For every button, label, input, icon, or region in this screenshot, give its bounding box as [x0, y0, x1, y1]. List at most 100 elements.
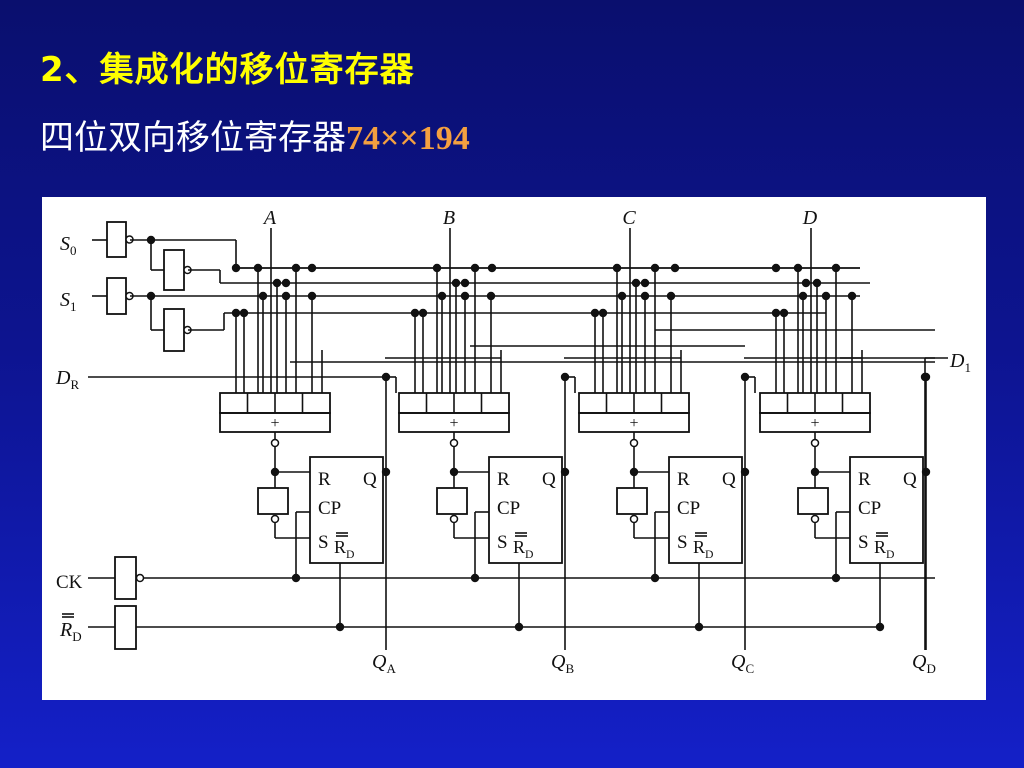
inverter-bubble: [629, 514, 639, 524]
s0-label: S0: [60, 233, 77, 258]
ff-cp-label: CP: [858, 498, 881, 519]
junction-dot: [335, 622, 345, 632]
ff-r-label: R: [677, 469, 690, 490]
ff-s-label: S: [318, 532, 329, 553]
junction-dot: [281, 278, 291, 288]
junction-dot: [460, 291, 470, 301]
junction-dot: [831, 573, 841, 583]
ff-r-label: R: [497, 469, 510, 490]
junction-dot: [272, 278, 282, 288]
flip-flop-box: [488, 456, 563, 564]
subtitle-text: 四位双向移位寄存器: [40, 118, 346, 158]
q-output-label-A: QA: [372, 651, 396, 676]
input-label-D: D: [802, 207, 818, 229]
flip-flop-box: [849, 456, 924, 564]
junction-dot: [640, 291, 650, 301]
junction-dot: [437, 291, 447, 301]
flip-flop-box: [668, 456, 743, 564]
input-label-B: B: [443, 207, 455, 229]
subtitle-model: 74××194: [346, 120, 470, 157]
inverter-bubble: [270, 514, 280, 524]
ck-buffer: [114, 556, 137, 600]
or-plus-symbol: +: [449, 415, 458, 432]
inverter-bubble: [449, 438, 459, 448]
dl-label: D1: [949, 350, 971, 375]
junction-dot: [291, 573, 301, 583]
junction-dot: [771, 308, 781, 318]
junction-dot: [812, 278, 822, 288]
junction-dot: [670, 263, 680, 273]
junction-dot: [793, 263, 803, 273]
ff-r-label: R: [858, 469, 871, 490]
ff-s-label: S: [497, 532, 508, 553]
ff-rd-label: RD: [693, 537, 713, 561]
junction-dot: [239, 308, 249, 318]
junction-dot: [486, 291, 496, 301]
junction-dot: [418, 308, 428, 318]
slide-title: 2、集成化的移位寄存器: [40, 50, 415, 90]
junction-dot: [771, 263, 781, 273]
s0-second-inverter: [163, 249, 185, 291]
junction-dot: [281, 291, 291, 301]
ff-inverter: [797, 487, 829, 515]
junction-dot: [253, 263, 263, 273]
junction-dot: [514, 622, 524, 632]
junction-dot: [231, 308, 241, 318]
junction-dot: [821, 291, 831, 301]
ff-inverter: [436, 487, 468, 515]
junction-dot: [798, 291, 808, 301]
ff-q-label: Q: [542, 469, 556, 490]
junction-dot: [432, 263, 442, 273]
ff-rd-label: RD: [513, 537, 533, 561]
inverter-bubble: [135, 573, 145, 583]
ff-s-label: S: [858, 532, 869, 553]
ff-rd-label: RD: [334, 537, 354, 561]
ff-cp-label: CP: [677, 498, 700, 519]
junction-dot: [487, 263, 497, 273]
junction-dot: [258, 291, 268, 301]
dr-label: DR: [55, 367, 79, 392]
junction-dot: [694, 622, 704, 632]
ff-s-label: S: [677, 532, 688, 553]
inverter-bubble: [810, 514, 820, 524]
ff-q-label: Q: [722, 469, 736, 490]
junction-dot: [307, 291, 317, 301]
ff-q-label: Q: [903, 469, 917, 490]
flip-flop-box: [309, 456, 384, 564]
inverter-bubble: [810, 438, 820, 448]
junction-dot: [590, 308, 600, 318]
q-output-label-C: QC: [731, 651, 754, 676]
or-plus-symbol: +: [810, 415, 819, 432]
ff-cp-label: CP: [497, 498, 520, 519]
or-plus-symbol: +: [270, 415, 279, 432]
junction-dot: [470, 573, 480, 583]
junction-dot: [598, 308, 608, 318]
junction-dot: [640, 278, 650, 288]
junction-dot: [410, 308, 420, 318]
inverter-bubble: [270, 438, 280, 448]
ff-inverter: [257, 487, 289, 515]
input-label-A: A: [262, 207, 277, 229]
junction-dot: [847, 291, 857, 301]
ff-cp-label: CP: [318, 498, 341, 519]
ff-q-label: Q: [363, 469, 377, 490]
inverter-bubble: [449, 514, 459, 524]
junction-dot: [779, 308, 789, 318]
junction-dot: [650, 263, 660, 273]
inverter-bubble: [629, 438, 639, 448]
ff-inverter: [616, 487, 648, 515]
ff-r-label: R: [318, 469, 331, 490]
junction-dot: [451, 278, 461, 288]
junction-dot: [875, 622, 885, 632]
junction-dot: [307, 263, 317, 273]
junction-dot: [801, 278, 811, 288]
junction-dot: [650, 573, 660, 583]
ck-label: CK: [56, 572, 83, 593]
s1-inverter: [106, 277, 127, 315]
junction-dot: [666, 291, 676, 301]
junction-dot: [291, 263, 301, 273]
junction-dot: [920, 372, 930, 382]
junction-dot: [460, 278, 470, 288]
input-label-C: C: [622, 207, 636, 229]
s1-second-inverter: [163, 308, 185, 352]
